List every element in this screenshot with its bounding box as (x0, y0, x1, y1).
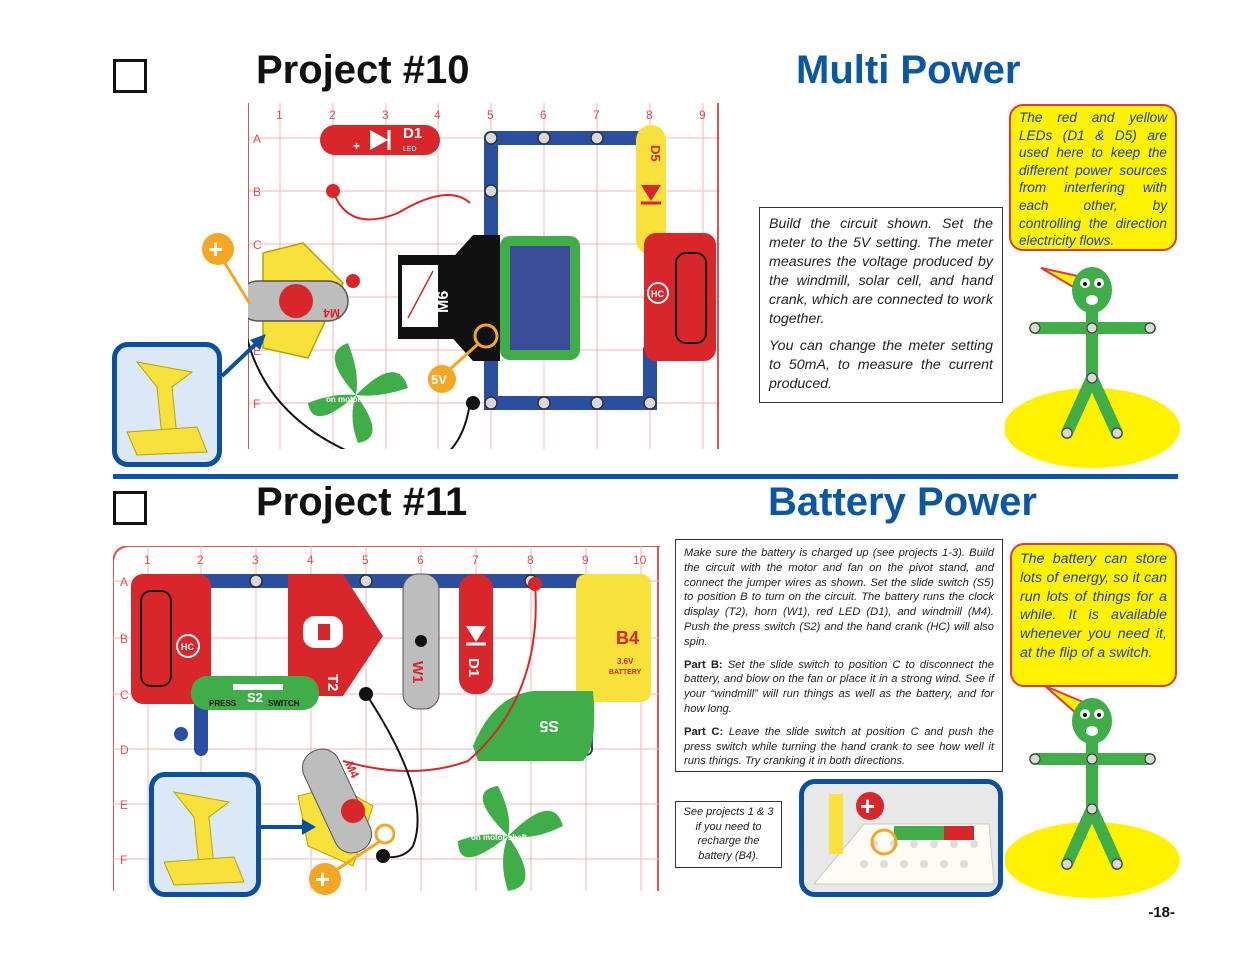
p11-inset-arrow-icon (260, 819, 316, 835)
p11-col-label: 9 (582, 553, 589, 567)
p10-d1-plus-label: + (353, 139, 360, 153)
p11-plus-callout: + (309, 823, 395, 895)
p11-circuit-photo: + (799, 779, 1003, 897)
p10-row-label: A (253, 132, 261, 146)
p10-instruction-para-2: You can change the meter setting to 50mA… (769, 338, 993, 392)
project10-subtitle: Multi Power (796, 48, 1021, 92)
p10-col-label: 1 (276, 108, 283, 122)
p11-col-label: 1 (144, 553, 151, 567)
p10-col-label: 9 (699, 108, 706, 122)
p10-row-label: B (253, 185, 261, 199)
p11-partc-text: Leave the slide switch at position C and… (684, 725, 994, 768)
project10-instructions: Build the circuit shown. Set the meter t… (759, 207, 1003, 403)
p10-inset-arrow-icon (220, 334, 266, 378)
p11-row-label: E (120, 798, 128, 812)
p10-5v-callout: 5V (431, 372, 447, 387)
page-number: -18- (1148, 904, 1175, 921)
project11-speech-bubble: The battery can store lots of energy, so… (1010, 543, 1177, 687)
project11-checkbox[interactable] (113, 491, 147, 525)
p10-hc-label: HC (651, 289, 664, 299)
project10-speech-bubble: The red and yellow LEDs (D1 & D5) are us… (1009, 104, 1177, 251)
p11-fan-icon (458, 786, 563, 891)
p11-partb-label: Part B: (684, 658, 723, 671)
p10-shaft-label: on motor shaft (326, 395, 382, 404)
p11-row-label: C (120, 688, 129, 702)
p11-partb-text: Set the slide switch to position C to di… (684, 658, 995, 715)
section-divider (113, 474, 1178, 479)
p11-s2-press-label: PRESS (209, 699, 237, 708)
p10-row-label: E (253, 344, 261, 358)
p11-w1-label: W1 (409, 661, 426, 684)
project11-subtitle: Battery Power (768, 480, 1037, 524)
p11-col-label: 2 (197, 553, 204, 567)
p11-s2-switch-label: SWITCH (268, 699, 300, 708)
p11-t2-label: T2 (324, 674, 341, 692)
project11-circuit-diagram: 1 2 3 4 5 6 7 8 9 10 A B C D E F HC T2 W… (113, 546, 660, 891)
p11-s5-label: S5 (539, 717, 559, 734)
project10-title: Project #10 (256, 48, 470, 92)
p10-col-label: 5 (487, 108, 494, 122)
p10-col-label: 8 (646, 108, 653, 122)
p10-m6-label: M6 (435, 291, 452, 313)
p11-d1-label: D1 (465, 658, 482, 677)
svg-text:+: + (315, 864, 330, 894)
p11-photo-plus: + (860, 791, 875, 821)
p11-col-label: 5 (362, 553, 369, 567)
p10-d1-led-label: LED (403, 146, 417, 153)
p10-fan-icon (308, 343, 408, 443)
p10-col-label: 6 (540, 108, 547, 122)
p10-plus-callout: + (202, 233, 252, 305)
p11-col-label: 8 (527, 553, 534, 567)
p11-col-label: 10 (633, 553, 647, 567)
svg-text:+: + (208, 234, 223, 264)
p11-b4-voltage: 3.6V (617, 657, 634, 666)
p11-b4-label: B4 (616, 628, 639, 648)
p10-instruction-para-1: Build the circuit shown. Set the meter t… (769, 216, 993, 327)
project11-instructions: Make sure the battery is charged up (see… (675, 539, 1003, 772)
p10-pivot-stand-inset (112, 342, 222, 467)
p11-b4-sub: BATTERY (609, 669, 642, 676)
p10-row-label: C (253, 238, 262, 252)
p11-col-label: 4 (307, 553, 314, 567)
p10-d5-label: D5 (648, 145, 663, 162)
p11-shaft-label: on motor shaft (471, 833, 527, 842)
p10-row-label: F (253, 397, 260, 411)
project11-title: Project #11 (256, 480, 468, 524)
p11-row-label: A (120, 575, 128, 589)
p10-m4-label: M4 (323, 306, 340, 320)
p10-mascot-icon (1005, 267, 1180, 468)
p11-col-label: 3 (252, 553, 259, 567)
p11-row-label: F (120, 853, 127, 867)
p11-s2-label: S2 (247, 690, 263, 705)
p11-partc-label: Part C: (684, 725, 724, 738)
project11-recharge-note: See projects 1 & 3 if you need to rechar… (675, 801, 782, 868)
p10-d1-label: D1 (403, 125, 422, 142)
p11-hc-label: HC (181, 642, 194, 652)
project10-circuit-diagram: 1 2 3 4 5 6 7 8 9 A B C D E F D1 LED + D… (248, 103, 720, 449)
p10-col-label: 7 (593, 108, 600, 122)
p11-col-label: 7 (472, 553, 479, 567)
p11-instruction-intro: Make sure the battery is charged up (see… (684, 547, 994, 648)
p11-row-label: B (120, 632, 128, 646)
p10-col-label: 3 (382, 108, 389, 122)
p10-col-label: 4 (434, 108, 441, 122)
p10-col-label: 2 (329, 108, 336, 122)
project10-checkbox[interactable] (113, 59, 147, 93)
p11-mascot-icon (1005, 685, 1180, 898)
p11-col-label: 6 (417, 553, 424, 567)
p11-row-label: D (120, 743, 129, 757)
p11-pivot-stand-inset (149, 772, 261, 897)
